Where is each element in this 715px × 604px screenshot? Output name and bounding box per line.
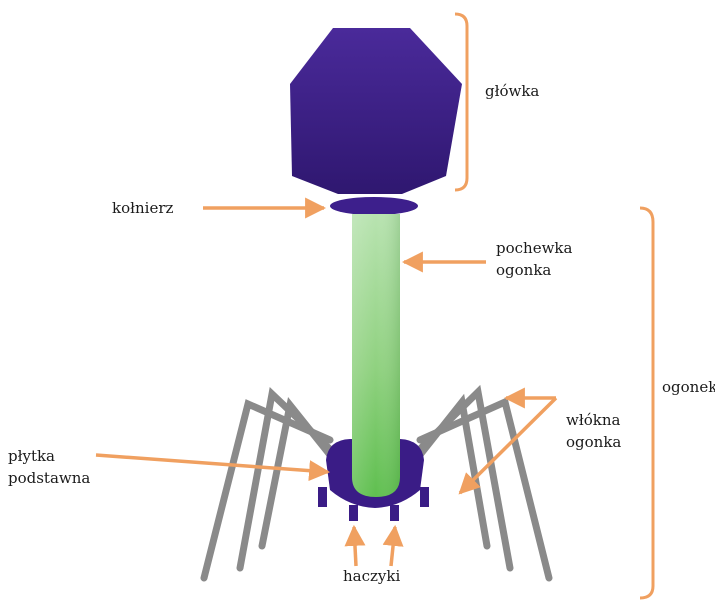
label-hooks: haczyki [343, 565, 400, 587]
label-fibers-line-2: ogonka [566, 431, 621, 453]
label-baseplate-line-2: podstawna [8, 467, 90, 489]
hook-right [390, 505, 399, 521]
label-baseplate: płytka podstawna [8, 445, 90, 489]
arrow-hooks-2 [391, 527, 395, 566]
arrow-baseplate [96, 455, 328, 472]
bracket-tail [640, 208, 653, 598]
label-fibers: włókna ogonka [566, 409, 621, 453]
tail-sheath [352, 214, 400, 497]
label-sheath-line-1: pochewka [496, 237, 572, 259]
annotation-arrows [96, 208, 556, 566]
label-baseplate-line-1: płytka [8, 445, 90, 467]
label-sheath-line-2: ogonka [496, 259, 572, 281]
label-fibers-line-1: włókna [566, 409, 621, 431]
label-collar: kołnierz [112, 197, 173, 219]
collar [330, 197, 418, 215]
label-head: główka [485, 80, 539, 102]
label-tail: ogonek [662, 376, 715, 398]
label-sheath: pochewka ogonka [496, 237, 572, 281]
hook-left [349, 505, 358, 521]
head-capsid [290, 28, 462, 194]
arrow-hooks-1 [354, 527, 356, 566]
